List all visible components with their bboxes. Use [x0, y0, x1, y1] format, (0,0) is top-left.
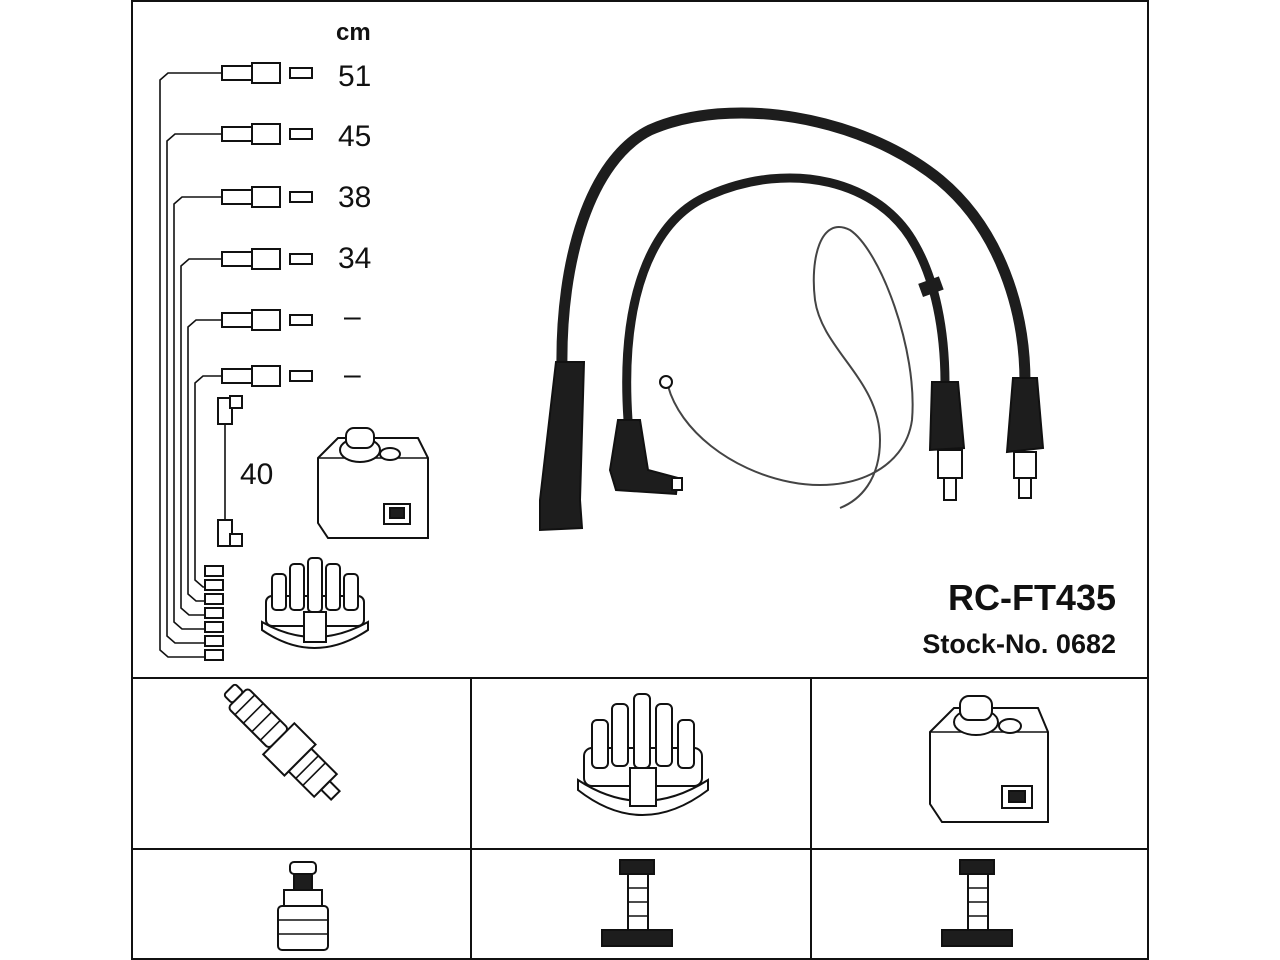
- lead-length-label: 38: [338, 181, 371, 214]
- lead-list: 51 45 38 34: [159, 60, 371, 661]
- plug-connector-icon: [277, 861, 329, 951]
- distributor-cap-icon: [261, 557, 369, 649]
- lead-row: 45: [166, 120, 371, 644]
- coil-terminal-icon: [941, 859, 1013, 947]
- model-number: RC-FT435: [948, 577, 1116, 618]
- lead-length-label: 45: [338, 120, 371, 153]
- lead-length-label: –: [344, 358, 361, 391]
- frame-grid: [131, 0, 1149, 960]
- lead-row: 34: [180, 242, 371, 616]
- lead-row: 51: [159, 60, 371, 658]
- terminal-stack: [204, 565, 224, 661]
- cap-terminal-icon: [601, 859, 673, 947]
- coil-lead-length-label: 40: [240, 458, 273, 491]
- lead-row: –: [194, 358, 361, 588]
- lead-length-label: 34: [338, 242, 371, 275]
- lead-length-label: –: [344, 300, 361, 333]
- lead-row: 38: [173, 181, 371, 630]
- stock-number: Stock-No. 0682: [922, 629, 1116, 659]
- ignition-coil-icon: [317, 427, 429, 539]
- lead-row: –: [187, 300, 361, 602]
- distributor-cap-large-icon: [577, 693, 709, 816]
- harness-drawing: [539, 107, 1045, 532]
- lead-length-label: 51: [338, 60, 371, 93]
- spark-plug-icon: [223, 683, 342, 802]
- ignition-coil-large-icon: [929, 695, 1049, 823]
- coil-lead: 40: [217, 395, 273, 547]
- unit-label: cm: [336, 19, 371, 46]
